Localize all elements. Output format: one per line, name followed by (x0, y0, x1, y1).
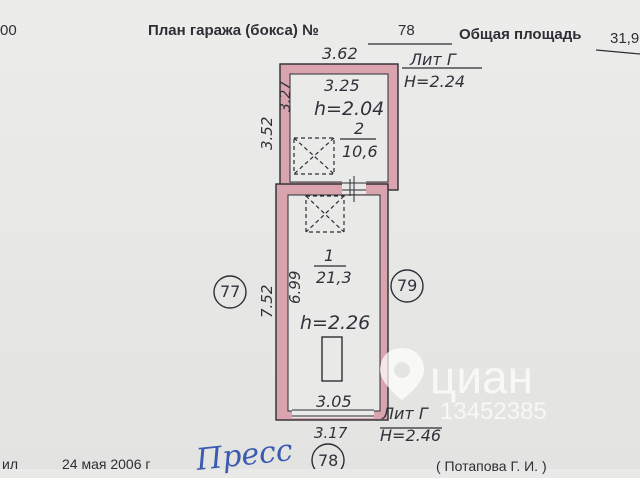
room2-number: 2 (354, 119, 365, 138)
dim-top-outer-width: 3.62 (322, 44, 358, 63)
total-area-value: 31,9 (610, 30, 640, 47)
neighbor-left-number: 77 (220, 282, 241, 301)
watermark-brand: циан (430, 351, 534, 403)
dim-bottom-outer-width: 3.17 (314, 424, 348, 442)
document-date: 24 мая 2006 г (62, 456, 151, 472)
lit-bottom-label: Лит Г (382, 404, 428, 423)
header-left-fragment: 00 (0, 22, 17, 39)
lit-top-height: H=2.24 (404, 72, 466, 91)
dim-top-outer-length: 3.52 (258, 116, 276, 150)
room1-number: 1 (324, 246, 335, 265)
lower-room-interior (287, 194, 381, 412)
lower-hatch (305, 195, 345, 233)
garage-number: 78 (398, 22, 415, 39)
neighbor-bottom-number: 78 (318, 451, 339, 470)
neighbor-bottom-circle (311, 443, 345, 469)
dim-top-room-length: 3.27 (278, 80, 294, 112)
lower-room-height: h=2.26 (300, 312, 371, 334)
inspection-pit (321, 336, 343, 382)
neighbor-right-circle (390, 269, 424, 303)
lit-bottom-height: H=2.46 (380, 426, 442, 445)
upper-hatch (293, 137, 335, 175)
total-area-label: Общая площадь (459, 26, 582, 43)
room1-area: 21,3 (316, 268, 352, 287)
lit-top-label: Лит Г (410, 50, 456, 69)
footer-left-fragment: ил (2, 456, 18, 472)
upper-room-height: h=2.04 (314, 98, 385, 120)
dim-lower-outer-length: 7.52 (258, 284, 276, 318)
neighbor-left-circle (213, 275, 247, 309)
plan-title: План гаража (бокса) № (148, 22, 319, 39)
watermark-logo-icon (380, 348, 424, 400)
dim-bottom-inner-width: 3.05 (316, 392, 352, 411)
watermark-id: 13452385 (440, 398, 547, 425)
dim-top-room-width: 3.25 (324, 76, 360, 95)
dim-lower-inner-length: 6.99 (286, 270, 304, 304)
garage-gate (292, 410, 374, 418)
upper-room-interior (289, 73, 389, 183)
signer-name: ( Потапова Г. И. ) (436, 458, 547, 474)
area-underline (595, 49, 640, 55)
room2-area: 10,6 (342, 142, 378, 161)
neighbor-right-number: 79 (397, 276, 418, 295)
